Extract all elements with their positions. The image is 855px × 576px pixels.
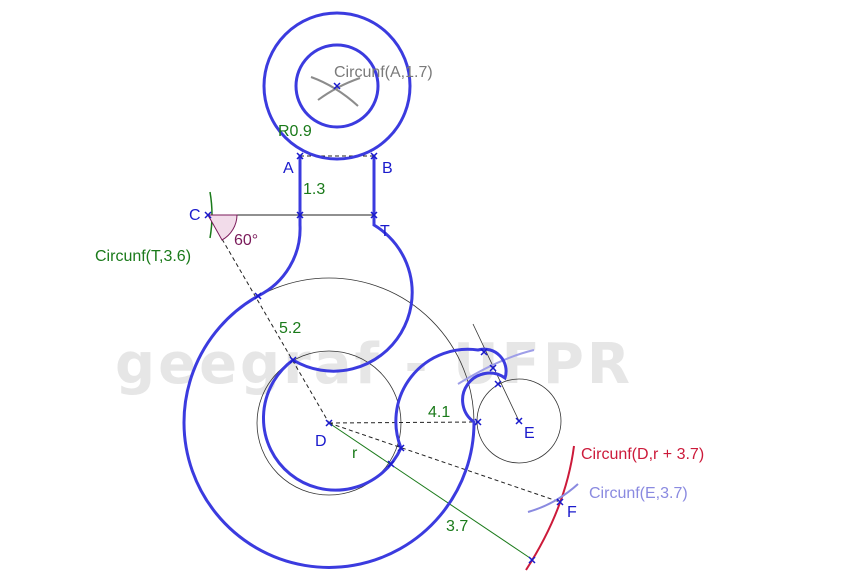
label-b: B: [382, 160, 393, 177]
label-f: F: [567, 504, 577, 521]
marker-tangent-7: [480, 348, 488, 356]
dim-41: 4.1: [428, 404, 450, 421]
arc-circunf-d: [525, 445, 575, 571]
dashed-line-d-f: [328, 422, 561, 503]
marker-b: [370, 152, 378, 160]
inner-eye-circle: [294, 43, 380, 129]
watermark: geegraf - UFPR: [115, 332, 633, 397]
dim-13: 1.3: [303, 181, 325, 198]
marker-c: [204, 211, 212, 219]
marker-f: [556, 498, 564, 506]
dashed-line-d-e: [328, 421, 479, 424]
marker-extension: [528, 556, 536, 564]
label-circunf-d: Circunf(D,r + 3.7): [581, 446, 704, 463]
point-markers: [204, 82, 564, 564]
marker-tangent-3: [397, 444, 405, 452]
marker-tangent-2: [289, 356, 297, 364]
label-t: T: [380, 223, 390, 240]
marker-tangent-5: [474, 418, 482, 426]
dim-52: 5.2: [279, 320, 301, 337]
label-a: A: [283, 160, 294, 177]
marker-tangent-8: [494, 380, 502, 388]
marker-mid: [296, 211, 304, 219]
label-circunf-a: Circunf(A,1.7): [334, 64, 433, 81]
marker-a: [296, 152, 304, 160]
dashed-line-c-d: [207, 214, 330, 424]
label-c: C: [189, 207, 201, 224]
angle-label: 60°: [234, 232, 258, 249]
arc-circunf-e-upper: [457, 349, 535, 385]
label-circunf-e: Circunf(E,3.7): [589, 485, 688, 502]
marker-e: [515, 417, 523, 425]
dim-r: r: [352, 445, 358, 462]
marker-tangent-6: [489, 364, 497, 372]
angle-marker: [207, 214, 238, 241]
outer-eye-circle: [262, 11, 412, 161]
marker-t: [370, 211, 378, 219]
label-circunf-t: Circunf(T,3.6): [95, 248, 191, 265]
arc-circunf-e: [527, 483, 579, 513]
line-d-extension: [328, 422, 534, 561]
marker-tangent-4: [387, 460, 395, 468]
marker-center-a: [333, 82, 341, 90]
label-d: D: [315, 433, 327, 450]
label-e: E: [524, 425, 535, 442]
marker-d: [325, 419, 333, 427]
dim-37: 3.7: [446, 518, 468, 535]
marker-tangent-1: [254, 292, 262, 300]
dim-r09: R0.9: [278, 123, 312, 140]
